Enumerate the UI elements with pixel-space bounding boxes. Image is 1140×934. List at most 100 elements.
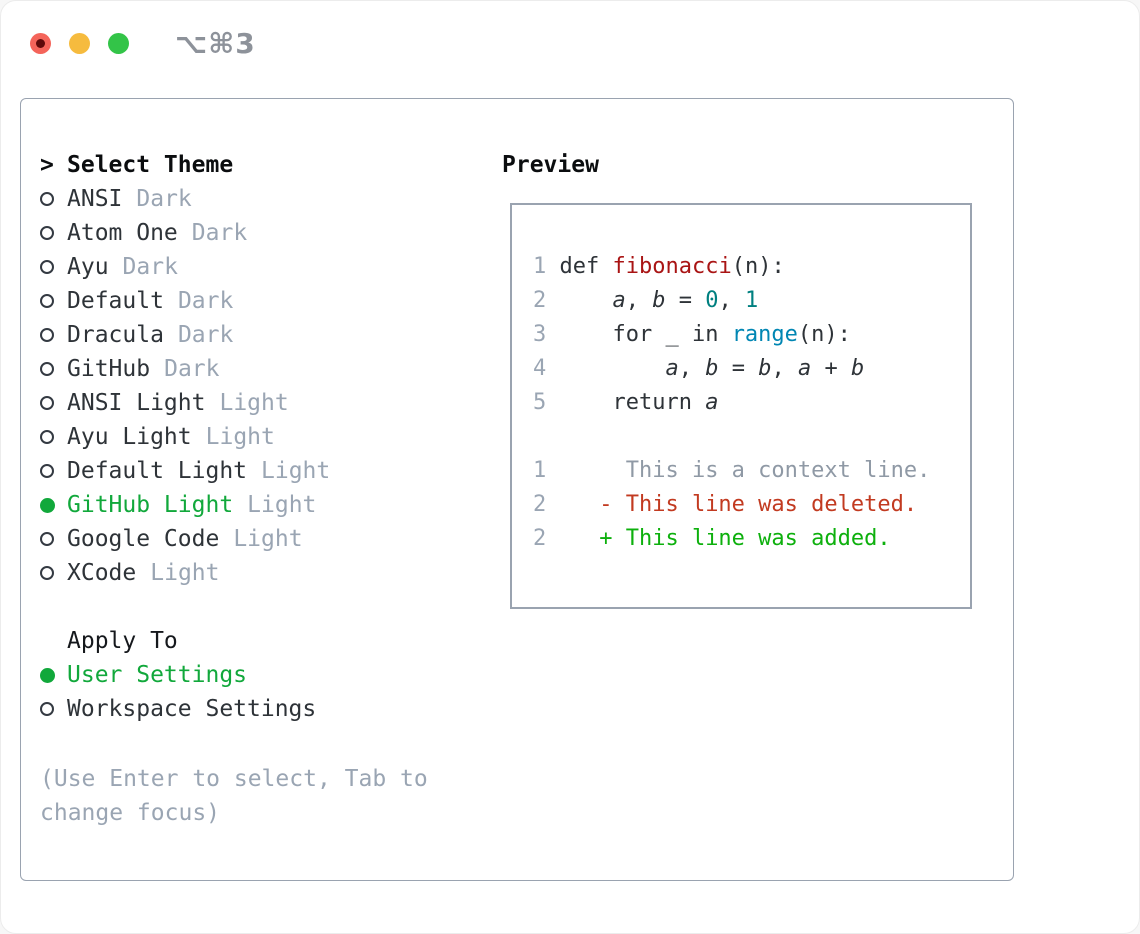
code-token: = [665,288,706,313]
code-line: 5 return a [533,386,970,420]
code-token: a [665,356,679,381]
code-line: 4 a, b = b, a + b [533,352,970,386]
select-theme-label: Select Theme [67,152,234,178]
code-token: (n): [731,254,785,279]
code-token: (n): [797,322,851,347]
code-token: 0 [705,288,719,313]
theme-option[interactable]: ANSI Dark [40,182,480,216]
select-theme-prompt: > Select Theme [40,148,480,182]
code-token: a [612,288,626,313]
theme-variant-badge: Light [261,458,331,484]
theme-option[interactable]: Dracula Dark [40,318,480,352]
theme-variant-badge: Dark [177,322,234,348]
line-number: 2 [533,492,547,517]
code-line: 2 a, b = 0, 1 [533,284,970,318]
line-number: 5 [533,390,547,415]
radio-icon [40,226,67,240]
theme-name: Ayu [67,254,109,280]
theme-name: Dracula [67,322,164,348]
apply-to-option[interactable]: User Settings [40,658,480,692]
code-token: , [771,356,798,381]
theme-option[interactable]: GitHub Dark [40,352,480,386]
theme-variant-badge: Light [205,424,275,450]
code-token: a [705,390,719,415]
code-token: b [652,288,666,313]
code-line: 2 - This line was deleted. [533,488,970,522]
code-token: - This line was deleted. [546,492,918,517]
apply-to-option[interactable]: Workspace Settings [40,692,480,726]
code-token: for _ in [546,322,732,347]
titlebar: ⌥⌘3 [30,27,256,60]
code-token: b [850,356,865,381]
code-token [546,356,665,381]
code-token: a [797,356,812,381]
line-number: 1 [533,254,547,279]
zoom-button[interactable] [108,33,129,54]
code-token: fibonacci [612,254,732,279]
code-token: return [546,390,706,415]
code-token: , [678,356,706,381]
code-token: This is a context line. [546,458,931,483]
code-token: = [718,356,759,381]
theme-name: Default [67,288,164,314]
theme-variant-badge: Dark [136,186,192,212]
apply-to-option-label: Workspace Settings [67,696,317,722]
theme-name: ANSI [67,186,123,212]
minimize-button[interactable] [69,33,90,54]
keyboard-hint: (Use Enter to select, Tab to change focu… [40,766,428,826]
theme-option[interactable]: Google Code Light [40,522,480,556]
radio-icon [40,532,67,546]
apply-to-option-label: User Settings [67,662,248,688]
radio-icon [40,328,67,342]
close-dot-icon [36,39,45,48]
radio-icon [40,260,67,274]
theme-name: GitHub Light [67,492,234,518]
line-number: 4 [533,356,547,381]
theme-name: GitHub [67,356,151,382]
window-title: ⌥⌘3 [175,27,256,60]
close-button[interactable] [30,33,51,54]
code-token: b [705,356,719,381]
code-token: , [625,288,653,313]
line-number: 3 [533,322,547,347]
code-token: + This line was added. [546,526,891,551]
code-token: def [546,254,613,279]
code-line: 2 + This line was added. [533,522,970,556]
theme-variant-badge: Light [247,492,317,518]
theme-name: Atom One [67,220,178,246]
apply-to-label: Apply To [67,628,178,654]
theme-option[interactable]: XCode Light [40,556,480,590]
prompt-cursor-icon: > [40,152,54,178]
radio-selected-icon [40,667,67,683]
theme-name: Google Code [67,526,220,552]
theme-option[interactable]: GitHub Light Light [40,488,480,522]
line-number: 2 [533,526,547,551]
line-number: 1 [533,458,547,483]
theme-variant-badge: Dark [164,356,220,382]
radio-selected-icon [40,497,67,513]
theme-variant-badge: Light [219,390,289,416]
radio-icon [40,362,67,376]
theme-variant-badge: Light [233,526,303,552]
code-line: 1 This is a context line. [533,454,970,488]
radio-icon [40,430,67,444]
radio-icon [40,294,67,308]
radio-icon [40,702,67,716]
theme-name: XCode [67,560,137,586]
theme-variant-badge: Light [150,560,220,586]
code-token: , [718,288,745,313]
